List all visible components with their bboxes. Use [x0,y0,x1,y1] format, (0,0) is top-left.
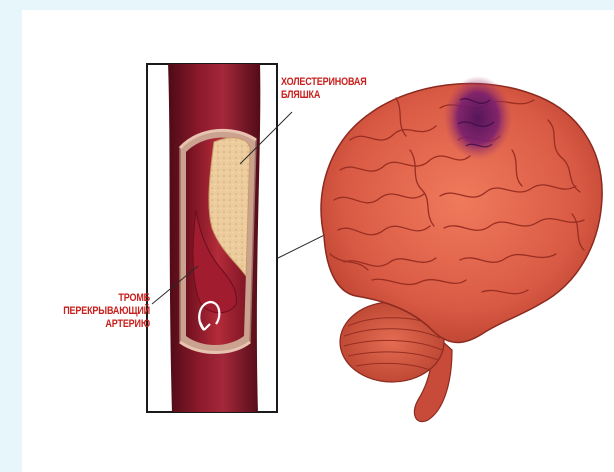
brain-illustration [321,76,602,422]
vessel-cutaway [180,130,256,352]
artery-inset [147,62,277,414]
thrombus-label: ТРОМБ ПЕРЕКРЫВАЮЩИЙ АРТЕРИЮ [37,292,150,331]
plaque-label: ХОЛЕСТЕРИНОВАЯ БЛЯШКА [281,76,367,102]
ischemic-zone [444,76,512,160]
